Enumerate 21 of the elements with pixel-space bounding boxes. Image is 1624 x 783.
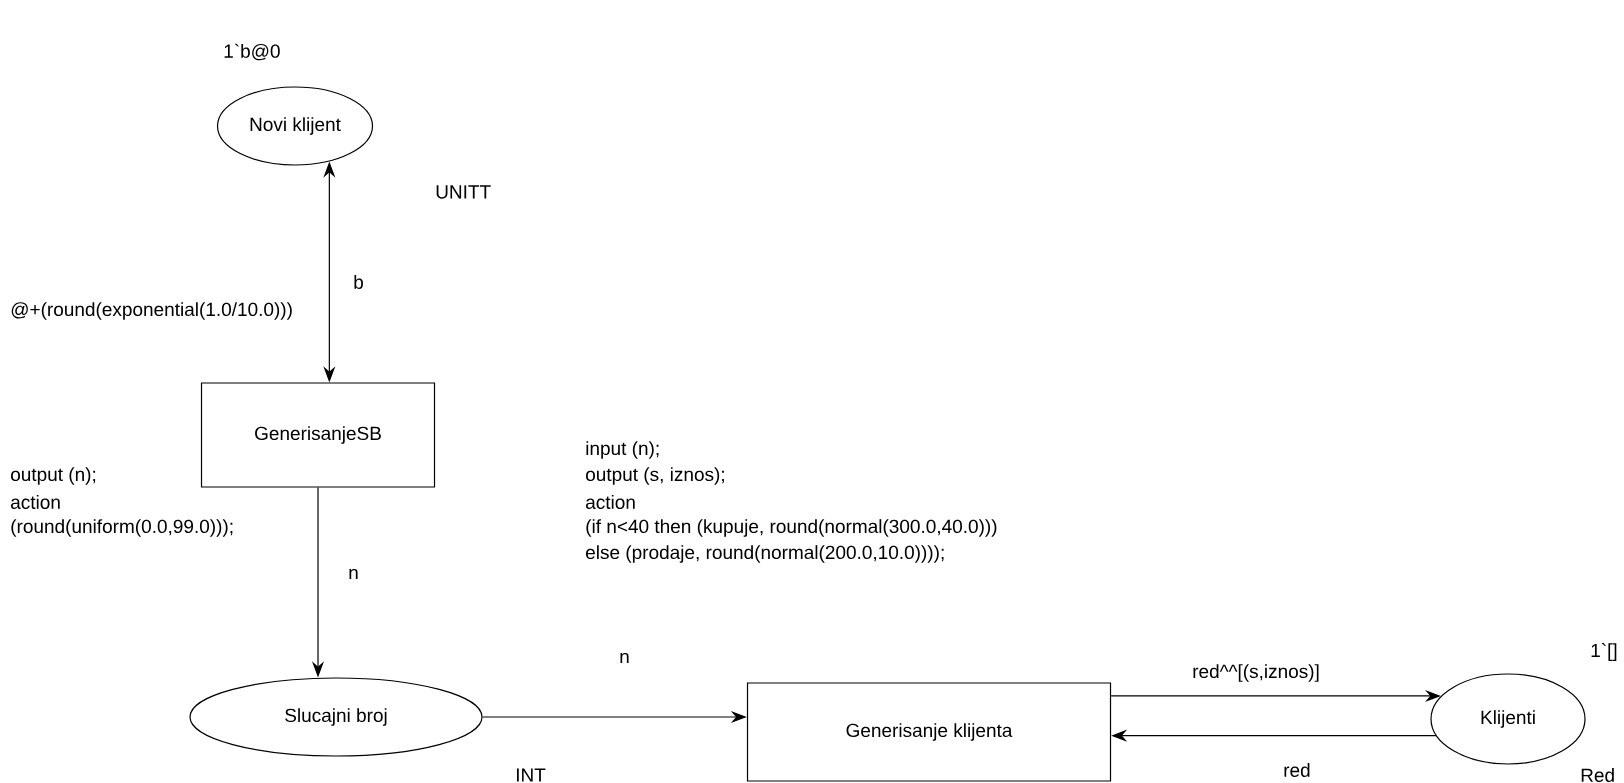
- inscription: Red: [1581, 768, 1614, 782]
- code-text: else (prodaje, round(normal(200.0,10.0))));: [586, 545, 944, 563]
- transition-box: GenerisanjeSB: [200, 382, 436, 488]
- inscription: 1`b@0: [224, 43, 280, 61]
- code-text: output (s, iznos);: [586, 467, 724, 485]
- arc-inscription: red^^[(s,iznos)]: [1191, 663, 1321, 683]
- code-text: action: [11, 495, 60, 509]
- code-text: @+(round(exponential(1.0/10.0))): [11, 302, 292, 320]
- arc-inscription: n: [618, 651, 631, 665]
- inscription: 1`[]: [1591, 643, 1617, 661]
- inscription: INT: [516, 768, 546, 782]
- code-text: input (n);: [586, 441, 659, 459]
- arc-inscription: red: [1282, 762, 1312, 778]
- code-text: output (n);: [11, 467, 96, 485]
- arc-inscription: n: [347, 567, 360, 581]
- code-text: UNITT: [436, 185, 491, 199]
- code-text: action: [586, 495, 635, 509]
- code-text: (if n<40 then (kupuje, round(normal(300.0,40.0))): [586, 519, 997, 537]
- arc-inscription: b: [352, 274, 365, 290]
- code-text: (round(uniform(0.0,99.0)));: [11, 519, 233, 537]
- transition-box: Generisanje klijenta: [746, 682, 1112, 782]
